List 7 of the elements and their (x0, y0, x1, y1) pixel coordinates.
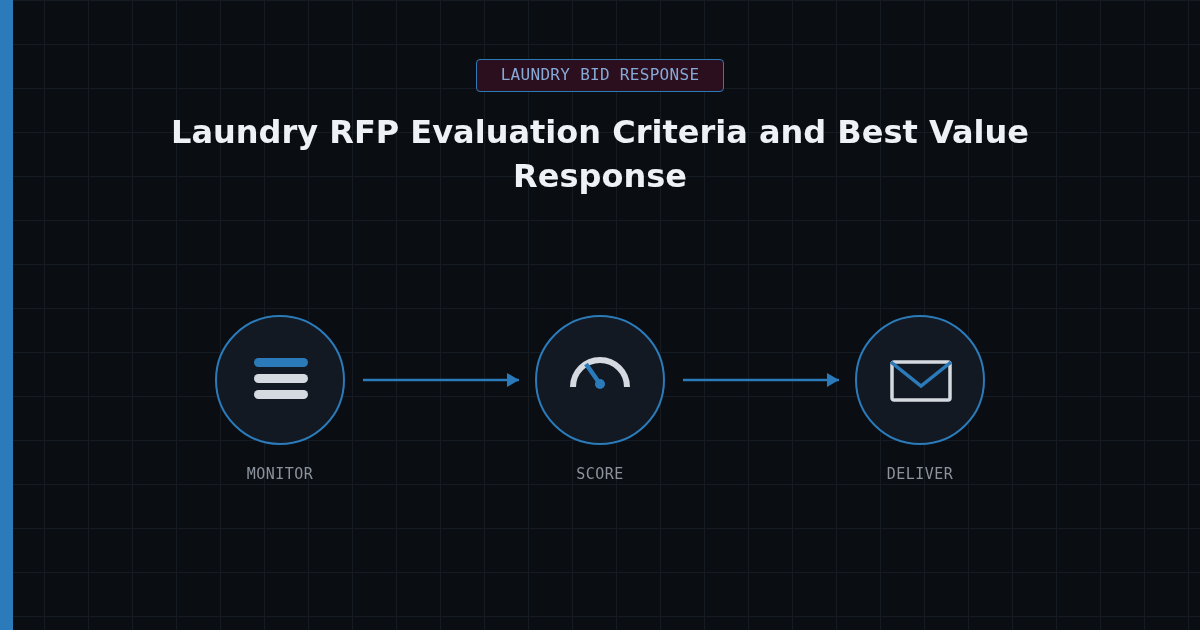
arrow (683, 373, 839, 387)
category-tag: LAUNDRY BID RESPONSE (476, 59, 724, 92)
step-label: SCORE (575, 465, 625, 483)
title: Laundry RFP Evaluation Criteria and Best Value Response (170, 112, 1030, 197)
arrow (363, 373, 519, 387)
step-label: DELIVER (885, 465, 955, 483)
step-label: MONITOR (245, 465, 315, 483)
